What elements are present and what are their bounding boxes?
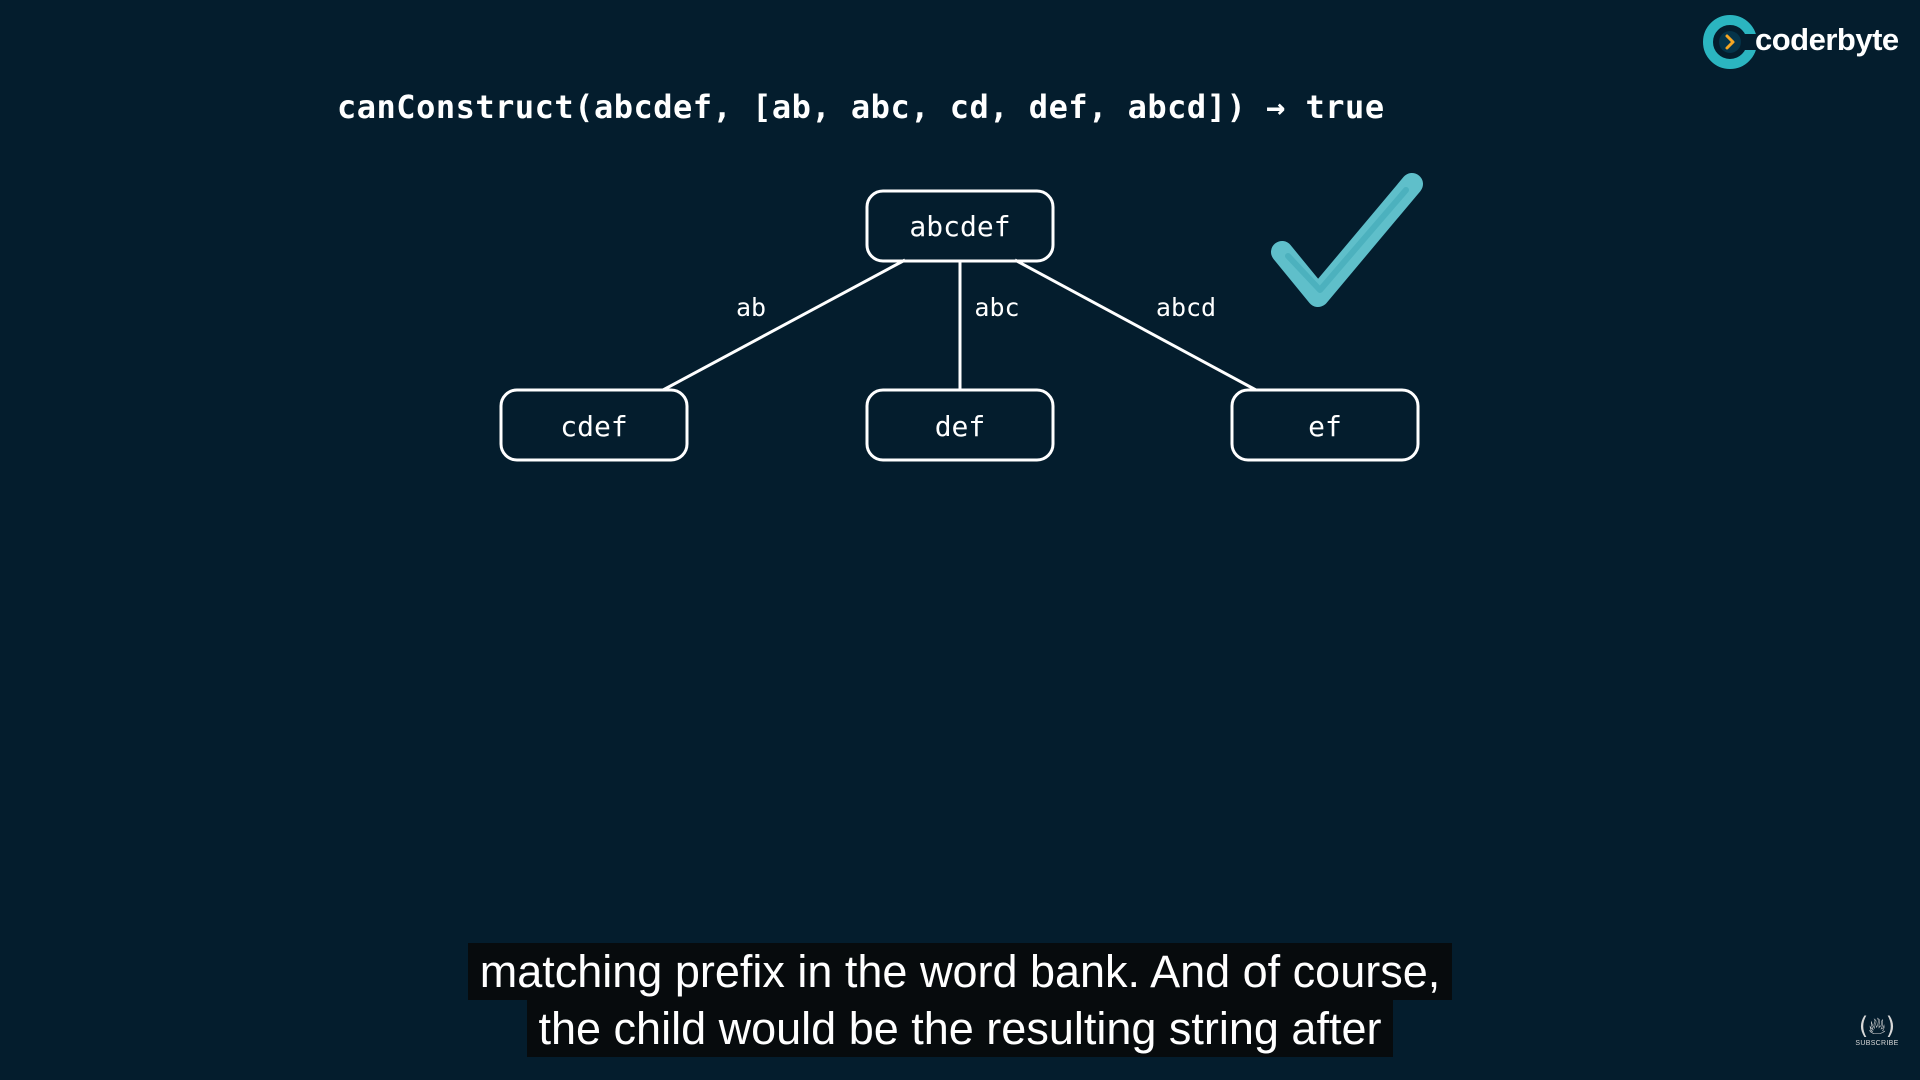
node-label: abcdef (909, 210, 1010, 243)
subscribe-badge[interactable]: (🔥︎) SUBSCRIBE (1850, 1012, 1904, 1056)
subtitle-captions: matching prefix in the word bank. And of… (0, 943, 1920, 1057)
tree-node-child: cdef (499, 388, 689, 462)
edge-label: abcd (1156, 293, 1216, 322)
brand-name: coderbyte (1755, 22, 1899, 57)
tree-node-child: def (865, 388, 1055, 462)
decision-tree: ab abc abcd abcdef cdef def ef (499, 189, 1420, 462)
node-box (865, 388, 1055, 462)
node-label: ef (1308, 410, 1342, 443)
edge-line-ab (662, 258, 906, 392)
edge-label: ab (736, 293, 766, 322)
node-box (499, 388, 689, 462)
node-label: cdef (560, 410, 627, 443)
caption-line: matching prefix in the word bank. And of… (467, 943, 1453, 1000)
checkmark-icon (1271, 173, 1423, 307)
freecodecamp-flame-icon: (🔥︎) (1858, 1012, 1896, 1040)
node-label: def (935, 410, 986, 443)
edge-label: abc (974, 293, 1019, 322)
tree-node-root: abcdef (865, 189, 1055, 263)
brand-logo: coderbyte (1702, 14, 1908, 70)
caption-line: the child would be the resulting string … (526, 1000, 1394, 1057)
tree-edges (662, 258, 1257, 392)
function-call-headline: canConstruct(abcdef, [ab, abc, cd, def, … (337, 88, 1385, 126)
subscribe-label: SUBSCRIBE (1855, 1040, 1899, 1047)
node-box (1230, 388, 1420, 462)
coderbyte-logo-icon (1703, 15, 1758, 69)
tree-node-child: ef (1230, 388, 1420, 462)
edge-line-abcd (1014, 258, 1257, 392)
tree-edge-labels: ab abc abcd (736, 293, 1216, 322)
node-box (865, 189, 1055, 263)
